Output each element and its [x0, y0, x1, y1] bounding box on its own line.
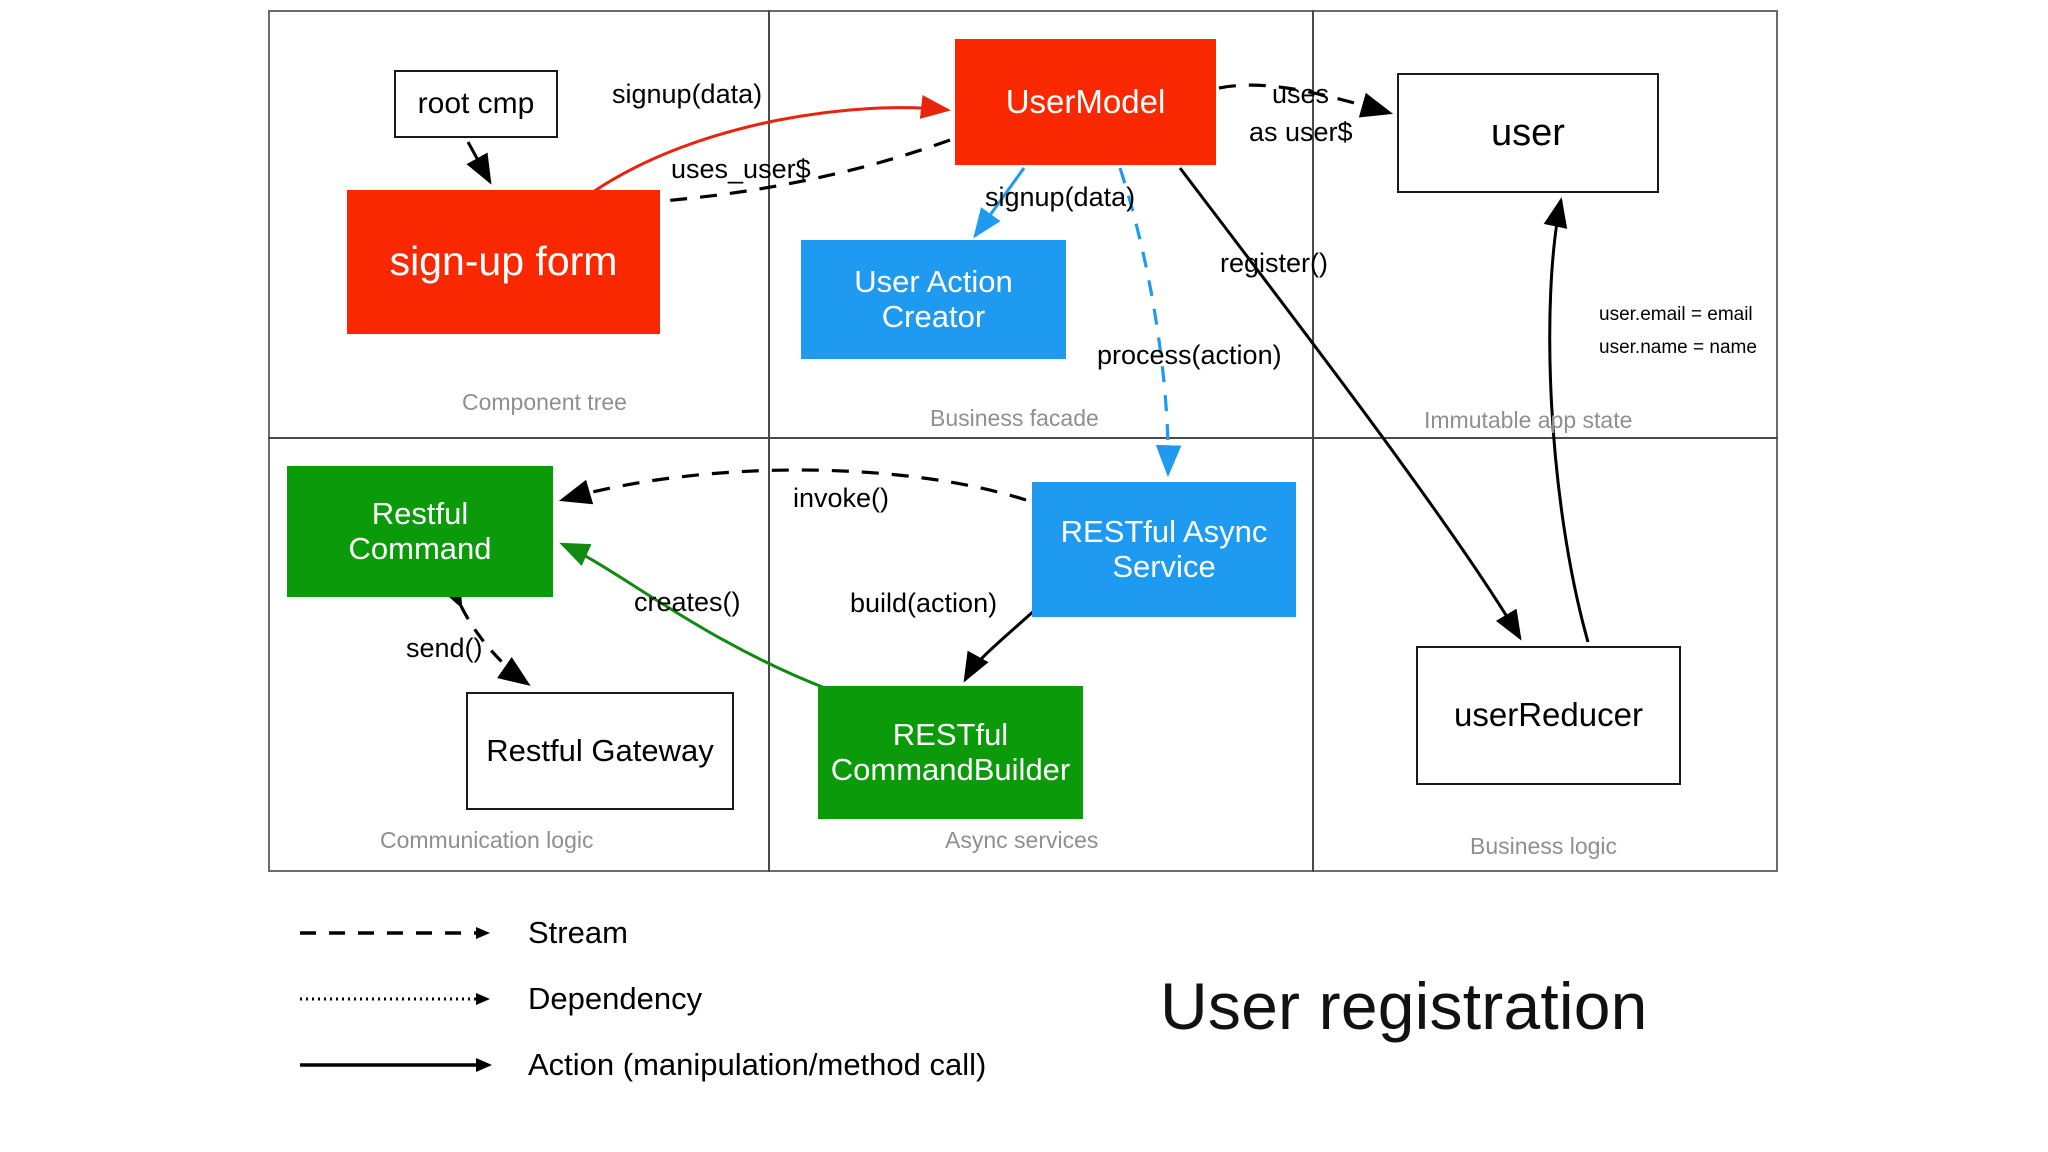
node-usermodel[interactable]: UserModel: [955, 39, 1216, 165]
node-label: Restful Command: [348, 495, 492, 566]
legend-row-stream: Stream: [300, 900, 1120, 966]
edge-label-as-user: as user$: [1249, 117, 1353, 147]
legend-row-action: Action (manipulation/method call): [300, 1032, 1120, 1098]
annotation-assign-email: user.email = email: [1599, 304, 1753, 325]
legend-label-stream: Stream: [528, 915, 628, 950]
legend-line-solid-icon: [300, 1058, 492, 1072]
legend-label-action: Action (manipulation/method call): [528, 1047, 987, 1082]
node-label: UserModel: [1005, 82, 1166, 120]
node-restful-async-service[interactable]: RESTful Async Service: [1032, 482, 1296, 617]
annotation-assign-name: user.name = name: [1599, 337, 1757, 358]
legend: Stream Dependency Action (manipulation/m…: [300, 900, 1120, 1098]
legend-line-dashed-icon: [300, 927, 490, 939]
quadrant-label-async-services: Async services: [945, 827, 1099, 853]
legend-line-dotted-icon: [300, 993, 490, 1005]
edge-label-invoke: invoke(): [793, 483, 890, 513]
quadrant-label-component-tree: Component tree: [462, 389, 627, 415]
edge-label-send: send(): [406, 633, 483, 663]
node-label: RESTful CommandBuilder: [830, 716, 1071, 787]
node-signup-form[interactable]: sign-up form: [347, 190, 660, 334]
edge-label-process-action: process(action): [1097, 340, 1282, 370]
quadrant-label-business-facade: Business facade: [930, 405, 1099, 431]
quadrant-label-communication-logic: Communication logic: [380, 827, 594, 853]
edge-label-signup-mid: signup(data): [985, 182, 1136, 212]
node-restful-gateway[interactable]: Restful Gateway: [466, 692, 734, 810]
node-label: Restful Gateway: [486, 732, 714, 768]
node-label: root cmp: [417, 87, 535, 121]
edge-label-build-action: build(action): [850, 588, 998, 618]
grid-horizontal-divider: [268, 437, 1778, 439]
node-root-cmp[interactable]: root cmp: [394, 70, 558, 138]
node-restful-command[interactable]: Restful Command: [287, 466, 553, 597]
edge-label-signup-top: signup(data): [612, 79, 763, 109]
edge-label-register: register(): [1220, 248, 1329, 278]
edge-label-uses-user: uses_user$: [671, 154, 811, 184]
node-label: user: [1491, 111, 1565, 154]
legend-label-dependency: Dependency: [528, 981, 703, 1016]
grid-vertical-divider-1: [768, 10, 770, 872]
edge-label-creates: creates(): [634, 587, 741, 617]
node-user-reducer[interactable]: userReducer: [1416, 646, 1681, 785]
diagram-title: User registration: [1160, 969, 1648, 1043]
quadrant-label-immutable-app-state: Immutable app state: [1424, 407, 1633, 433]
node-label: RESTful Async Service: [1060, 513, 1268, 584]
edge-label-uses: uses: [1272, 79, 1330, 109]
node-label: User Action Creator: [854, 263, 1013, 334]
node-label: sign-up form: [389, 238, 618, 285]
node-restful-command-builder[interactable]: RESTful CommandBuilder: [818, 686, 1083, 819]
grid-frame: [268, 10, 1778, 872]
node-user[interactable]: user: [1397, 73, 1659, 193]
node-label: userReducer: [1454, 696, 1643, 734]
quadrant-label-business-logic: Business logic: [1470, 833, 1618, 859]
legend-row-dependency: Dependency: [300, 966, 1120, 1032]
node-user-action-creator[interactable]: User Action Creator: [801, 240, 1066, 359]
